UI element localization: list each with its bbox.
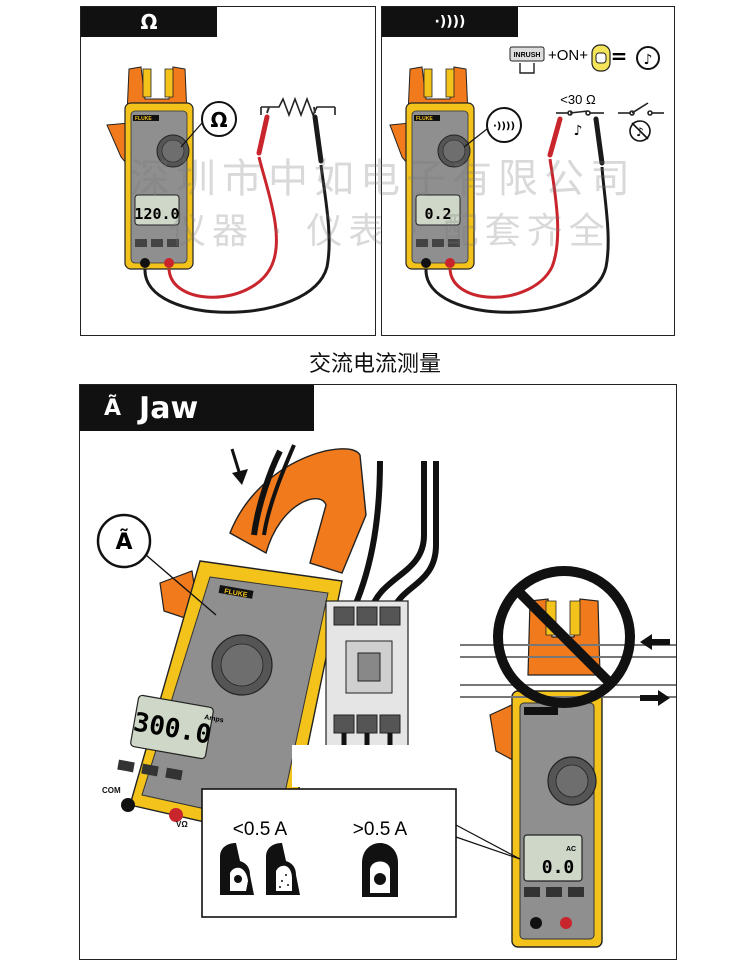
continuity-dial-callout-circle [486,107,522,143]
continuity-display-value: 0.2 [424,205,451,223]
jaw-tab-symbol: Ã [104,395,122,421]
tab-jaw: Ã Jaw [80,385,314,431]
ohm-dial-symbol: Ω [210,108,227,132]
jaw-display-unit: Amps [204,714,224,724]
ohm-tab-symbol: Ω [140,10,158,34]
jaw-display-value-side: 0.0 [542,857,575,878]
jaw-dial-symbol: Ã [115,529,132,555]
jaw-com-label: COM [102,786,121,795]
probe-red-continuity [547,116,563,158]
jaw-position-centered-icon [362,843,398,897]
lead-black [143,164,331,314]
continuity-illustration: INRUSH +ON+ = ♪ FLUKE ·)))) 0.2 [389,44,664,314]
down-arrow-icon [230,448,248,485]
jaw-position-dotted-icon [266,843,300,895]
jaw-v-label: VΩ [176,820,188,829]
beep-on-icon [636,46,660,70]
resistor-symbol [260,96,336,118]
watermark-line1: 深圳市中如电子有限公司 [130,156,636,202]
arrow-left-icon [640,634,670,650]
watermark-line2: 仪器 · 仪表 · 配套齐全 [170,211,611,252]
jaw-tab-title: Jaw [139,390,199,426]
lead-black-continuity [424,166,610,314]
label-greater-than: >0.5 A [353,819,408,840]
clamp-meter-continuity: FLUKE [389,66,475,270]
equals-sign: = [611,44,628,68]
threshold-label: <30 Ω [560,92,596,107]
jaw-illustration: FLUKE 300.0 Amps COM VΩ Ã [96,444,676,948]
tab-continuity: ·)))) [382,7,518,37]
arrow-right-icon [640,690,670,706]
lead-red-continuity [448,158,560,299]
clamp-meter-jaw-large: FLUKE [117,444,367,842]
tab-underline-blank [91,39,249,55]
ohm-display-value: 120.0 [134,205,179,223]
ohm-illustration: FLUKE Ω 120.0 [106,66,336,314]
inrush-label: INRUSH [514,52,541,59]
probe-black [312,106,324,164]
jaw-threshold-box [201,788,457,918]
jaw-dial-callout-circle [96,513,152,569]
probe-black-continuity [593,116,605,166]
prohibition-sign-icon [493,566,635,708]
ohm-dial-callout-circle [201,101,237,137]
jaw-display-unit-sub: AC [566,846,576,853]
switch-closed-symbol [556,110,604,116]
jaw-position-off-center-icon [220,843,254,895]
callout-pointer [455,824,521,860]
continuity-tab-symbol: ·)))) [434,14,466,30]
continuity-brand: FLUKE [416,116,433,122]
section-caption: 交流电流测量 [308,352,441,377]
svg-text:♪: ♪ [644,52,653,68]
probe-red [256,106,270,156]
panel-jaw: Ã Jaw FLUKE 300.0 Amps COM VΩ [79,384,677,960]
inrush-button-sequence: INRUSH +ON+ = ♪ [509,44,660,74]
beep-note-icon: ♪ [574,123,583,139]
blank-patch [292,745,442,787]
ohm-brand: FLUKE [135,116,152,122]
tab-ohm: Ω [81,7,217,37]
jaw-brand: FLUKE [224,588,249,599]
switch-open-symbol [618,102,664,116]
lead-red [167,156,278,299]
panel-ohm: Ω FLUKE Ω 120.0 [80,6,376,336]
plus-on-plus: +ON+ [548,47,588,64]
label-less-than: <0.5 A [233,819,288,840]
continuity-dial-symbol: ·)))) [493,121,515,132]
clamp-meter-ohm: FLUKE [106,66,194,270]
panel-continuity: ·)))) INRUSH +ON+ = ♪ FLUKE [381,6,675,336]
